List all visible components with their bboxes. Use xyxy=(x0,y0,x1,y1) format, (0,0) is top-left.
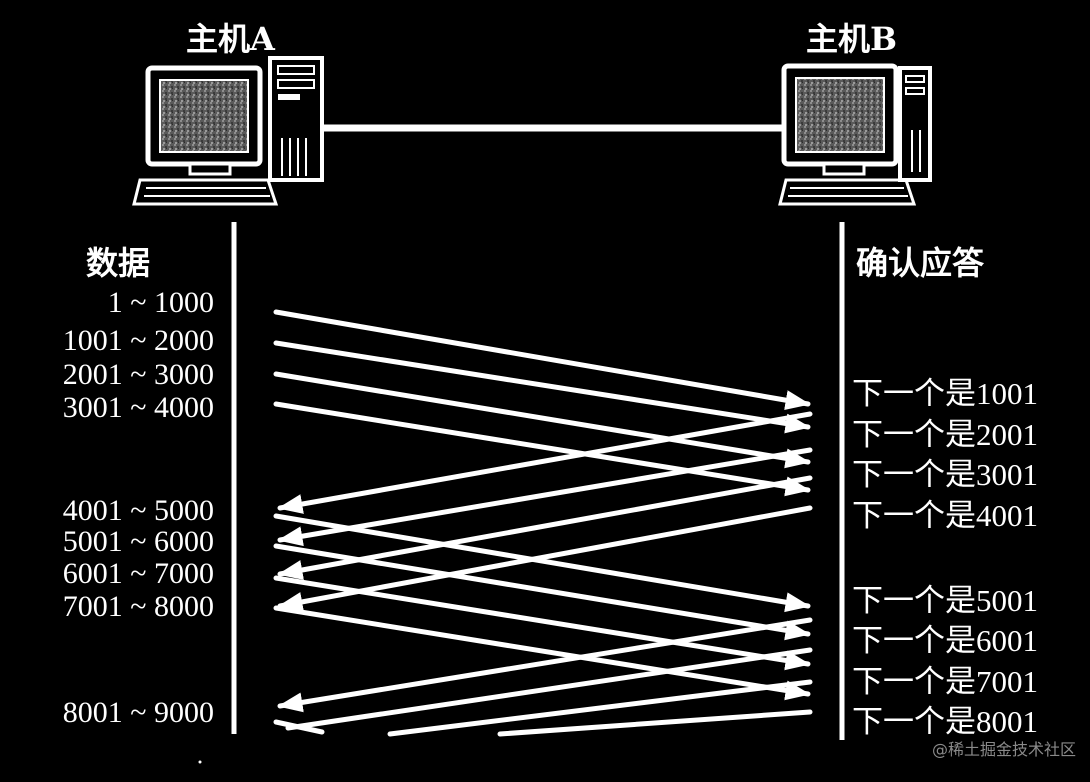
data-column-header: 数据 xyxy=(86,244,151,282)
host-b-computer-icon xyxy=(778,63,932,206)
ack-label: 下一个是2001 xyxy=(852,417,1038,452)
data-arrow xyxy=(273,309,811,411)
segment-label: 8001 ~ 9000 xyxy=(62,696,214,729)
ack-arrow xyxy=(285,647,813,731)
ack-label: 下一个是1001 xyxy=(852,376,1038,411)
message-arrows xyxy=(273,309,813,737)
ack-arrow xyxy=(277,617,813,713)
data-arrow xyxy=(273,575,811,671)
data-arrow xyxy=(273,340,811,434)
ack-arrow xyxy=(387,679,813,737)
segment-label: 4001 ~ 5000 xyxy=(62,494,214,527)
ack-label: 下一个是4001 xyxy=(852,498,1038,533)
data-arrow xyxy=(273,543,811,641)
ack-label: 下一个是5001 xyxy=(852,583,1038,618)
segment-label: 3001 ~ 4000 xyxy=(62,391,214,424)
ack-label: 下一个是3001 xyxy=(852,457,1038,492)
data-arrow xyxy=(273,513,811,613)
segment-label: 1001 ~ 2000 xyxy=(62,324,214,357)
data-arrow xyxy=(273,401,811,497)
ack-label: 下一个是6001 xyxy=(852,623,1038,658)
data-arrow xyxy=(273,371,811,469)
dot-mark xyxy=(198,760,202,764)
ack-arrow xyxy=(277,475,813,580)
host-b-label: 主机B xyxy=(806,20,898,58)
ack-arrow xyxy=(277,505,813,612)
ack-arrow xyxy=(277,411,813,514)
ack-arrow xyxy=(497,709,813,737)
segment-label: 7001 ~ 8000 xyxy=(62,590,214,623)
segment-label: 6001 ~ 7000 xyxy=(62,557,214,590)
ack-column-header: 确认应答 xyxy=(856,244,985,282)
segment-label: 5001 ~ 6000 xyxy=(62,525,214,558)
segment-label: 2001 ~ 3000 xyxy=(62,358,214,391)
ack-label: 下一个是7001 xyxy=(852,664,1038,699)
ack-arrow xyxy=(277,447,813,547)
host-a-label: 主机A xyxy=(186,20,275,58)
host-a-computer-icon xyxy=(132,56,324,206)
segment-label: 1 ~ 1000 xyxy=(107,286,214,319)
watermark-text: @稀土掘金技术社区 xyxy=(931,740,1076,759)
ack-label: 下一个是8001 xyxy=(852,704,1038,739)
data-arrow xyxy=(273,605,811,701)
data-arrow xyxy=(273,719,325,735)
